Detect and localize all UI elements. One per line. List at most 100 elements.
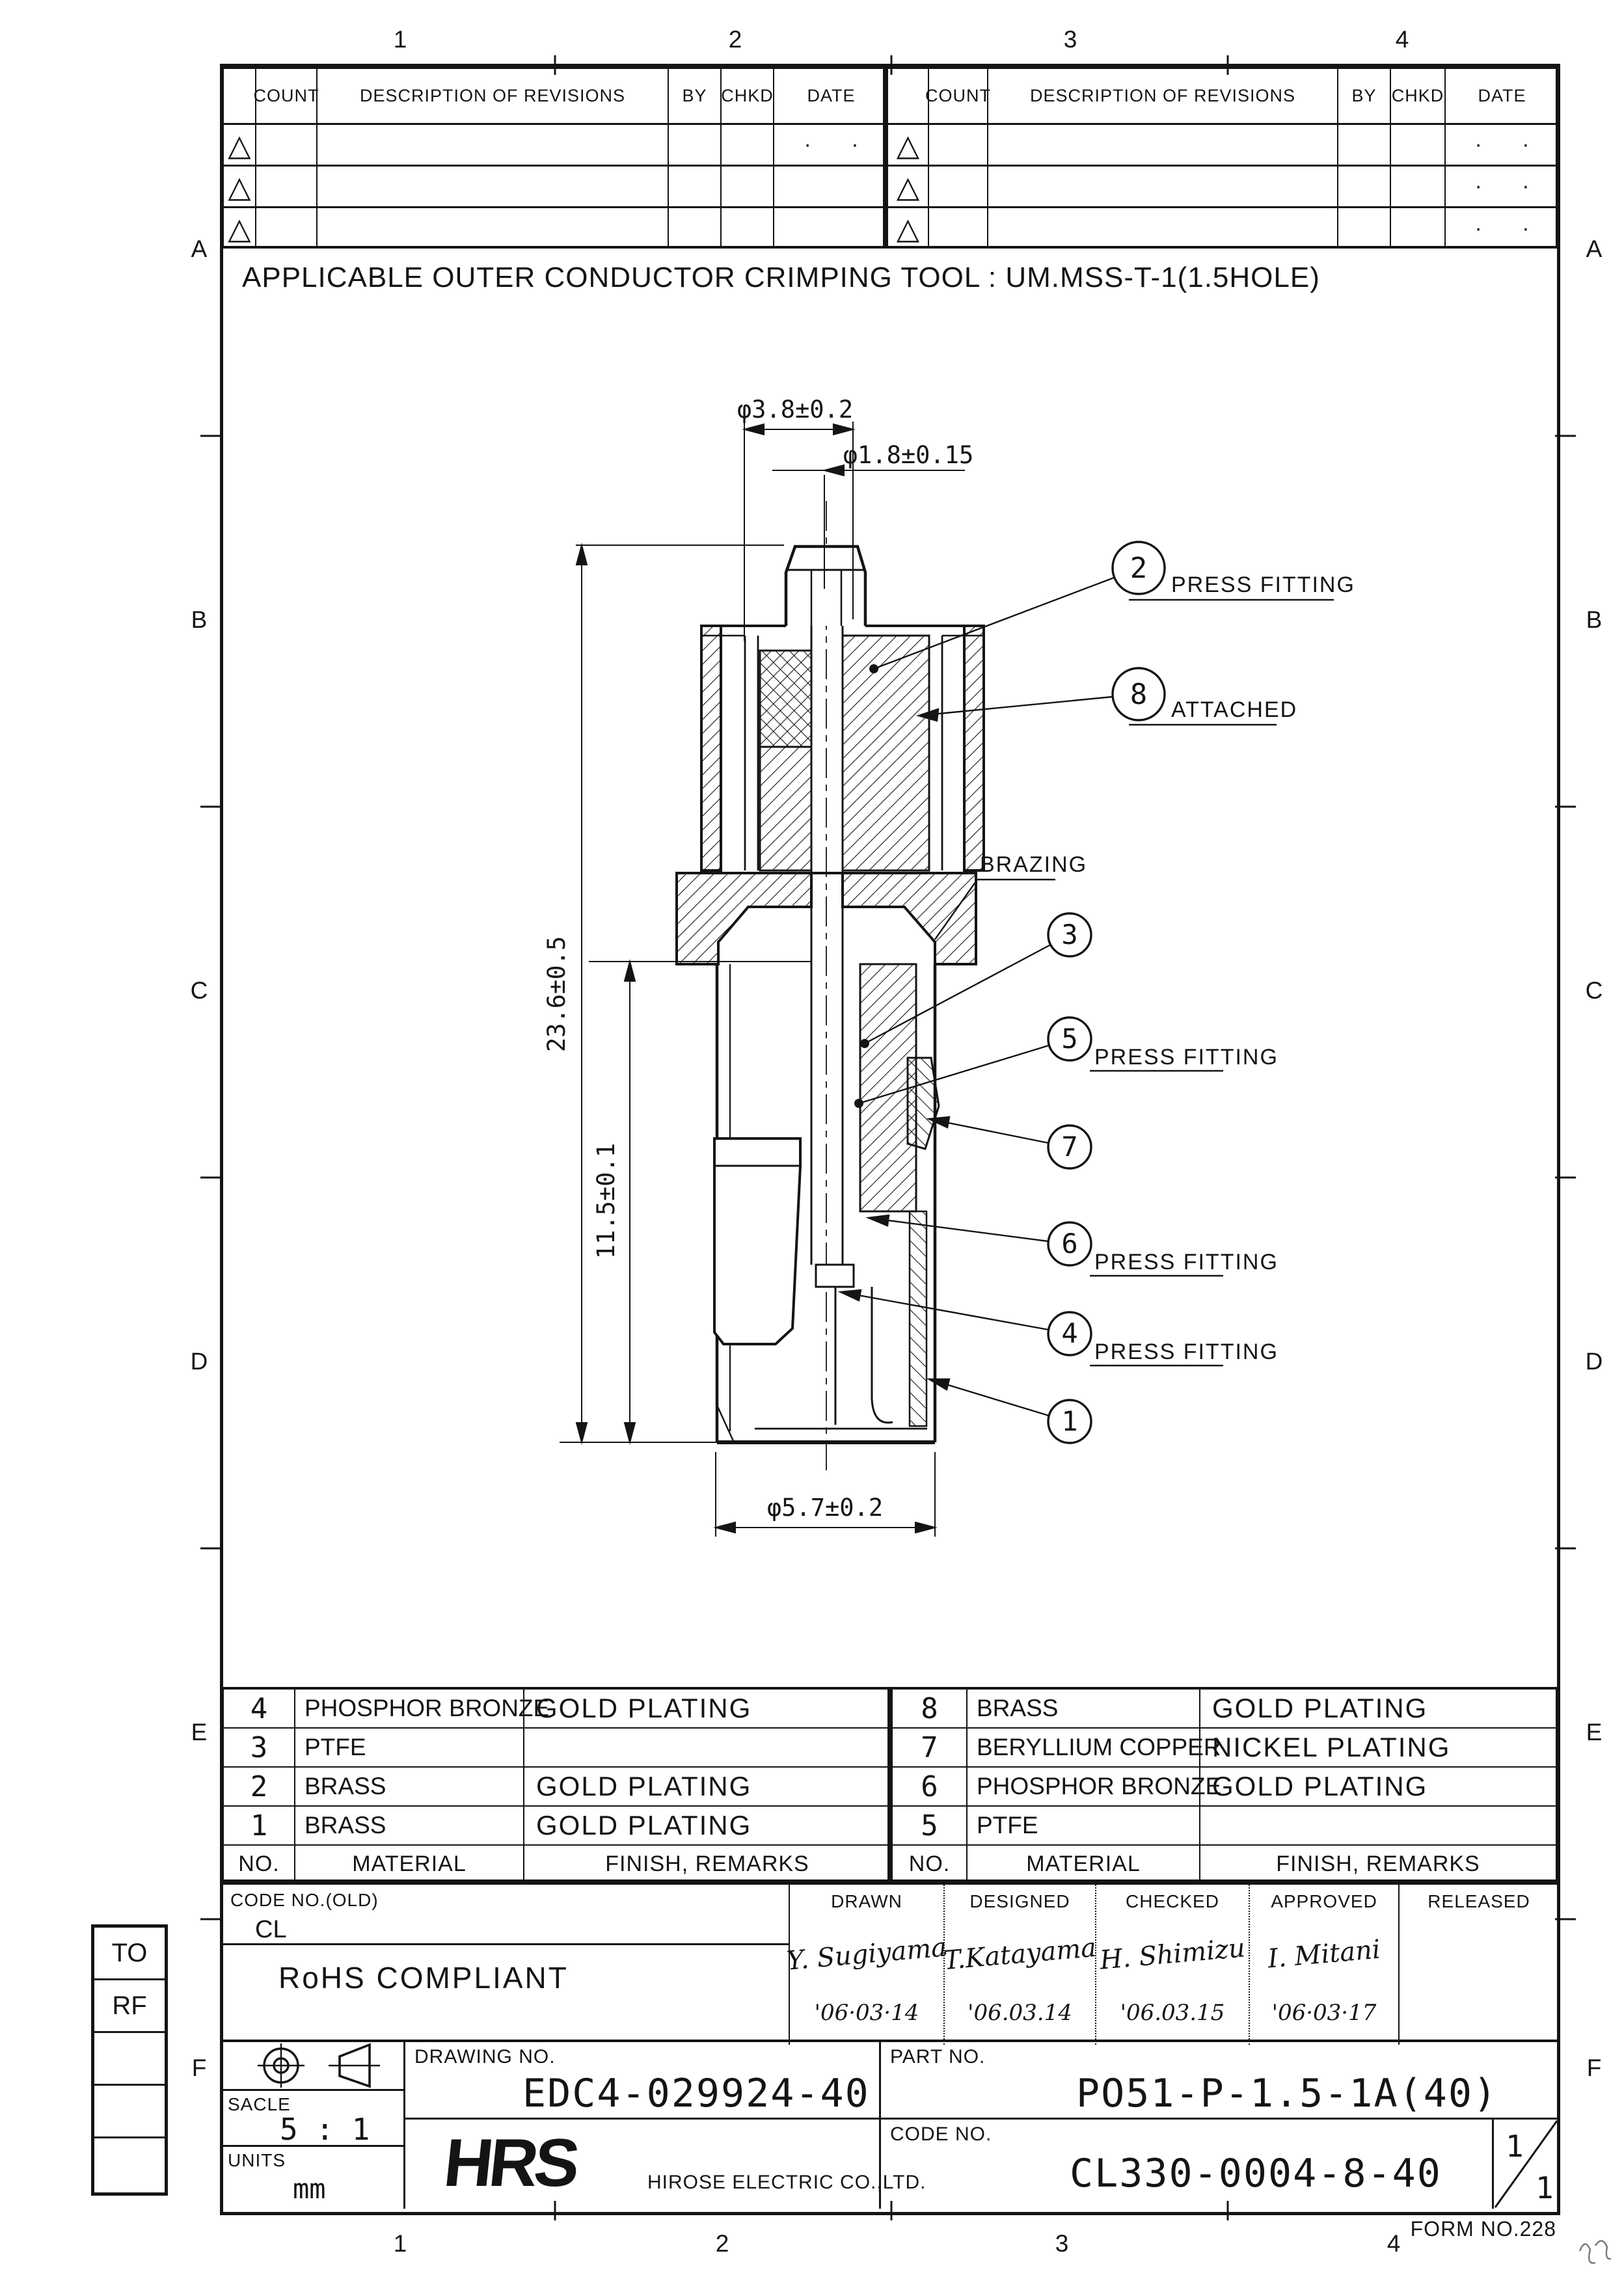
sign-date: '06.03.14 <box>968 2000 1072 2026</box>
projection-scale-units: SACLE 5 : 1 UNITS mm <box>221 2042 405 2209</box>
sign-label: DRAWN <box>831 1891 902 1911</box>
zone-row-label: E <box>191 1719 208 1745</box>
material-finish: GOLD PLATING <box>524 1807 890 1846</box>
material-finish: GOLD PLATING <box>1200 1768 1556 1807</box>
sheet-cell: 1 1 <box>1494 2120 1558 2209</box>
materials-header-no: NO. <box>224 1846 295 1882</box>
material-name: BRASS <box>968 1690 1200 1729</box>
zone-row-label: A <box>1586 236 1603 262</box>
revision-date-cell <box>774 208 888 249</box>
material-name: PTFE <box>295 1729 524 1768</box>
drawing-no-value: EDC4-029924-40 <box>522 2071 870 2116</box>
drawing-no-label: DRAWING NO. <box>414 2046 556 2068</box>
code-no-old-value: CL <box>255 1916 287 1943</box>
units-value: mm <box>293 2173 326 2205</box>
material-no: 5 <box>893 1807 968 1846</box>
company-cell: HRS HIROSE ELECTRIC CO.,LTD. <box>405 2120 926 2209</box>
zone-col-label: 3 <box>1055 2230 1069 2257</box>
materials-header-finish: FINISH, REMARKS <box>605 1851 809 1876</box>
material-name: BRASS <box>295 1807 524 1846</box>
sign-date: '06·03·17 <box>1271 2000 1377 2026</box>
signature: T.Katayama <box>942 1932 1098 1976</box>
revision-header-chkd: CHKD <box>721 69 774 125</box>
part-no-cell: PART NO. PO51-P-1.5-1A(40) <box>881 2042 1558 2120</box>
zone-row-label: D <box>1585 1348 1603 1375</box>
scale-value: 5 : 1 <box>280 2112 370 2147</box>
material-no: 3 <box>224 1729 295 1768</box>
zone-row-label: C <box>1585 977 1603 1004</box>
material-no: 1 <box>224 1807 295 1846</box>
revision-table-right: COUNT DESCRIPTION OF REVISIONS BY CHKD D… <box>886 66 1558 249</box>
materials-header-material: MATERIAL <box>295 1846 524 1882</box>
revision-header-count: COUNT <box>925 69 990 125</box>
signature: I. Mitani <box>1266 1934 1382 1974</box>
material-no: 4 <box>224 1690 295 1729</box>
revision-header-description: DESCRIPTION OF REVISIONS <box>988 69 1338 125</box>
side-box-row <box>94 2033 165 2086</box>
scale-cell: SACLE 5 : 1 <box>221 2089 405 2147</box>
signature: H. Shimizu <box>1098 1933 1247 1976</box>
side-box-row: RF <box>94 1980 165 2033</box>
sign-label: DESIGNED <box>969 1891 1070 1911</box>
material-finish: GOLD PLATING <box>1200 1690 1556 1729</box>
side-distribution-box: TO RF <box>91 1924 168 2196</box>
sheet-current: 1 <box>1506 2129 1524 2164</box>
scale-label: SACLE <box>228 2094 291 2114</box>
material-no: 8 <box>893 1690 968 1729</box>
material-finish: GOLD PLATING <box>524 1690 890 1729</box>
revision-header-date: DATE <box>774 69 888 125</box>
materials-header-finish: FINISH, REMARKS <box>1276 1851 1480 1876</box>
rohs-compliant-label: RoHS COMPLIANT <box>278 1961 569 1995</box>
zone-col-label: 4 <box>1387 2230 1401 2257</box>
revision-date-cell: · · <box>1474 215 1530 241</box>
code-no-old-label: CODE NO.(OLD) <box>230 1890 379 1910</box>
zone-col-label: 2 <box>715 2230 729 2257</box>
sign-label: RELEASED <box>1428 1891 1530 1911</box>
sign-date: '06.03.15 <box>1120 2000 1225 2026</box>
code-no-value: CL330-0004-8-40 <box>1070 2151 1442 2196</box>
code-no-cell: CODE NO. CL330-0004-8-40 <box>881 2120 1494 2209</box>
crimping-tool-note: APPLICABLE OUTER CONDUCTOR CRIMPING TOOL… <box>242 262 1320 293</box>
sign-column-released: RELEASED <box>1400 1885 1558 2045</box>
divider <box>221 1943 790 1945</box>
sign-column-checked: CHECKED H. Shimizu '06.03.15 <box>1096 1885 1250 2045</box>
materials-header-no: NO. <box>893 1846 968 1882</box>
sign-column-designed: DESIGNED T.Katayama '06.03.14 <box>942 1885 1098 2045</box>
part-no-label: PART NO. <box>890 2046 986 2068</box>
sign-date: '06·03·14 <box>814 2000 919 2026</box>
material-name: BRASS <box>295 1768 524 1807</box>
material-name: BERYLLIUM COPPER <box>968 1729 1221 1768</box>
code-no-old-area: CODE NO.(OLD) CL RoHS COMPLIANT <box>221 1885 790 2045</box>
revision-table-left: COUNT DESCRIPTION OF REVISIONS BY CHKD D… <box>221 66 888 249</box>
revision-header-by: BY <box>669 69 722 125</box>
material-no: 7 <box>893 1729 968 1768</box>
zone-row-label: A <box>191 236 208 262</box>
part-no-value: PO51-P-1.5-1A(40) <box>1076 2071 1498 2116</box>
material-name: PHOSPHOR BRONZE <box>968 1768 1221 1807</box>
zone-row-label: D <box>190 1348 208 1375</box>
revision-header-date: DATE <box>1446 69 1558 125</box>
code-no-label: CODE NO. <box>890 2123 992 2145</box>
material-name: PHOSPHOR BRONZE <box>295 1690 549 1729</box>
material-finish <box>524 1729 890 1768</box>
signature: Y. Sugiyama <box>785 1932 948 1976</box>
materials-table-left: 4 PHOSPHOR BRONZE GOLD PLATING 3 PTFE 2 … <box>221 1687 890 1882</box>
side-box-row <box>94 2138 165 2191</box>
part-code-area: PART NO. PO51-P-1.5-1A(40) CODE NO. CL33… <box>881 2042 1558 2209</box>
revision-header-description: DESCRIPTION OF REVISIONS <box>318 69 669 125</box>
third-angle-projection-icon <box>258 2043 380 2088</box>
zone-row-label: C <box>190 977 208 1004</box>
revision-date-cell: · · <box>774 125 888 167</box>
zone-row-label: F <box>1586 2054 1602 2081</box>
zone-col-label: 1 <box>393 2230 407 2257</box>
revision-triangle-icon: △ <box>228 128 251 162</box>
revision-triangle-icon: △ <box>228 211 251 245</box>
sign-label: APPROVED <box>1271 1891 1377 1911</box>
zone-col-label: 2 <box>728 26 742 53</box>
sign-column-approved: APPROVED I. Mitani '06·03·17 <box>1250 1885 1400 2045</box>
zone-row-label: F <box>191 2054 207 2081</box>
initials-mark <box>1578 2240 1612 2264</box>
units-cell: UNITS mm <box>221 2145 405 2209</box>
materials-header-material: MATERIAL <box>968 1846 1200 1882</box>
